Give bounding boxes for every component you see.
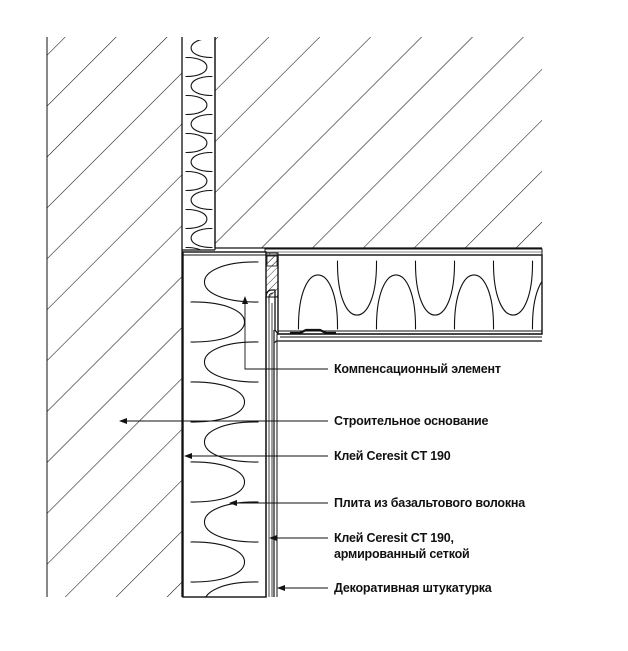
label-adhesive: Клей Ceresit CT 190: [334, 449, 451, 463]
insulation-loop-pattern: [190, 261, 259, 597]
arrow-building-base: [119, 418, 127, 424]
label-basalt-board: Плита из базальтового волокна: [334, 496, 526, 510]
leader-lines: [120, 300, 328, 589]
insulation-loop-pattern: [185, 40, 213, 250]
basalt-board-horizontal: [277, 254, 543, 335]
arrow-reinforced-adhesive: [269, 535, 277, 541]
label-decorative-plaster: Декоративная штукатурка: [334, 581, 493, 595]
label-reinforced-adhesive-line1: Клей Ceresit CT 190,: [334, 531, 454, 545]
arrow-compensation-element: [242, 296, 248, 304]
label-building-base: Строительное основание: [334, 414, 489, 428]
callout-labels: Компенсационный элемент Строительное осн…: [334, 362, 526, 595]
arrow-adhesive: [184, 453, 192, 459]
basalt-board-vertical: [182, 251, 267, 598]
building-base-ceiling-slab: [214, 37, 542, 249]
label-reinforced-adhesive-line2: армированный сеткой: [334, 547, 470, 561]
leader-compensation-element: [244, 300, 328, 370]
slab-adhesive-layer: [264, 248, 543, 256]
arrow-basalt-board: [229, 500, 237, 506]
render-layers: [265, 289, 542, 597]
building-base-left-wall: [46, 37, 183, 597]
label-compensation-element: Компенсационный элемент: [334, 362, 501, 376]
leader-arrowheads: [119, 296, 285, 591]
insulation-loop-pattern: [297, 260, 542, 330]
existing-insulation-strip: [182, 37, 216, 251]
arrow-decorative-plaster: [277, 585, 285, 591]
